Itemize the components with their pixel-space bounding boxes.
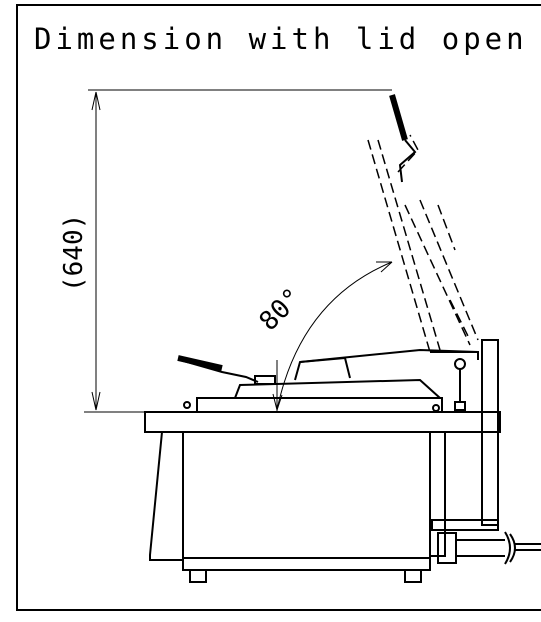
angle-arc <box>272 261 393 412</box>
power-cord <box>437 531 541 565</box>
fryer-body <box>144 339 501 583</box>
opened-lid <box>367 134 479 353</box>
front-handle <box>177 355 276 385</box>
pan-top <box>183 348 479 413</box>
height-dimension <box>84 89 392 413</box>
lid-handle <box>389 94 417 183</box>
angle-label: 80° <box>254 283 308 337</box>
hinge <box>430 351 479 411</box>
border <box>16 4 541 611</box>
dimension-height-label: (640) <box>59 214 89 292</box>
page-title: Dimension with lid open <box>34 22 528 56</box>
